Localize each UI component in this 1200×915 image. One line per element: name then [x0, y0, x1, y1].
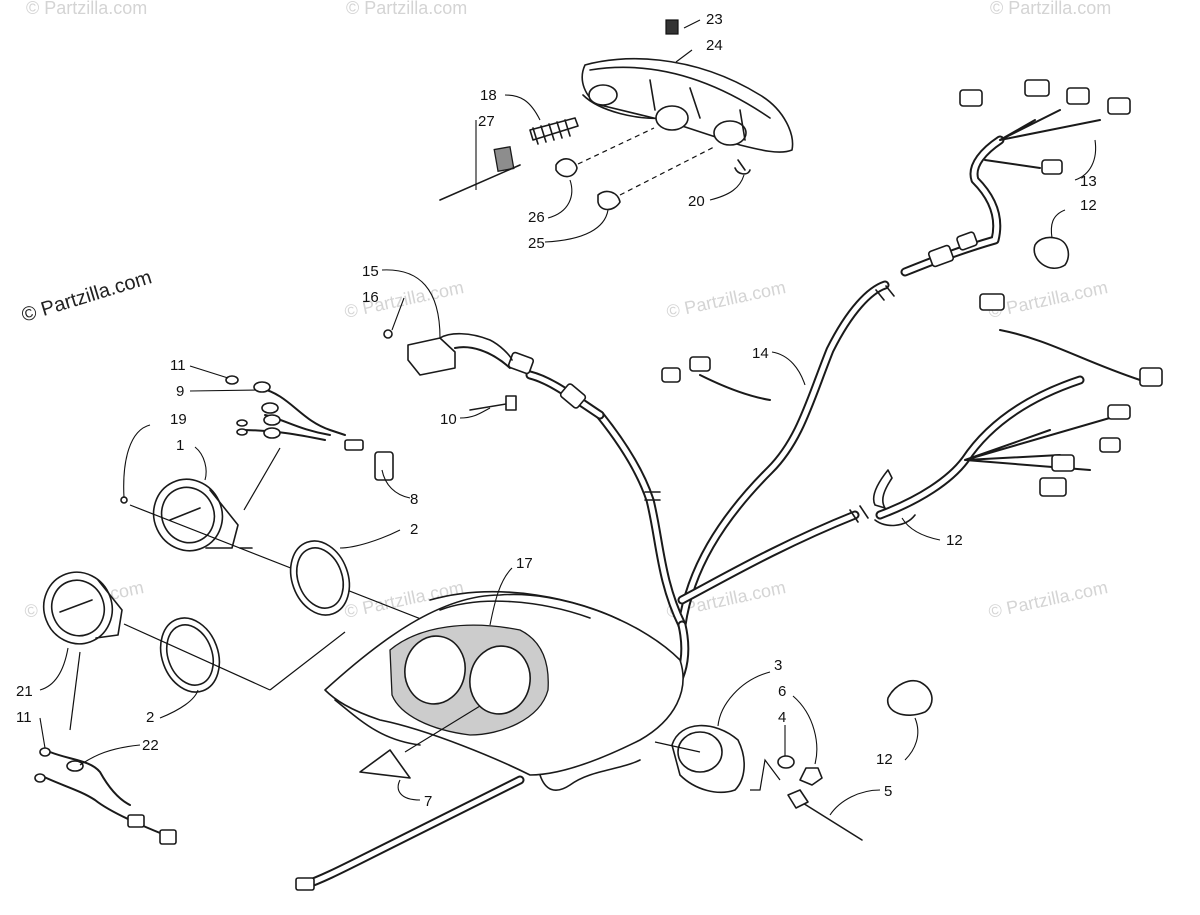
watermark: © Partzilla.com: [987, 577, 1110, 622]
headlight-assembly: [581, 19, 794, 153]
watermark: © Partzilla.com: [990, 0, 1111, 18]
wiring-harness: [454, 79, 1163, 705]
callout-8: 8: [410, 491, 418, 508]
callout-11: 11: [170, 357, 186, 374]
gauge-1: [120, 375, 501, 651]
socket-25: [597, 190, 621, 211]
nut-16: [383, 329, 393, 339]
socket-26: [555, 158, 578, 178]
callout-10: 10: [440, 411, 457, 428]
callout-12: 12: [1080, 197, 1097, 214]
callout-14: 14: [752, 345, 769, 362]
callout-13: 13: [1080, 173, 1097, 190]
dash-panel: [295, 590, 684, 891]
copyright-label: © Partzilla.com: [19, 266, 154, 326]
callout-24: 24: [706, 37, 723, 54]
callout-17: 17: [516, 555, 533, 572]
relay-bracket: [383, 329, 517, 411]
screw-27: [439, 164, 521, 201]
clamps: [872, 236, 1070, 716]
callout-5: 5: [884, 783, 892, 800]
callout-labels: 23 24 18 27 26 25 20 13 12 15 16 10 14 1…: [16, 11, 1097, 810]
callout-27: 27: [478, 113, 495, 130]
callout-2: 2: [410, 521, 418, 538]
headlight-hardware: [439, 117, 751, 211]
callout-12: 12: [946, 532, 963, 549]
callout-6: 6: [778, 683, 786, 700]
gauge-21: [34, 571, 346, 845]
bolt-10: [469, 402, 513, 411]
callout-2: 2: [146, 709, 154, 726]
callout-16: 16: [362, 289, 379, 306]
bezel-rings: [159, 540, 351, 693]
callout-22: 22: [142, 737, 159, 754]
callout-18: 18: [480, 87, 497, 104]
callout-20: 20: [688, 193, 705, 210]
watermark: © Partzilla.com: [665, 277, 788, 322]
watermark: © Partzilla.com: [346, 0, 467, 18]
callout-1: 1: [176, 437, 184, 454]
watermark: © Partzilla.com: [987, 277, 1110, 322]
spring-18: [529, 117, 579, 141]
watermark: © Partzilla.com: [26, 0, 147, 18]
callout-21: 21: [16, 683, 33, 700]
leader-lines: [39, 49, 1097, 816]
callout-15: 15: [362, 263, 379, 280]
decal-7: [359, 749, 411, 779]
callout-25: 25: [528, 235, 545, 252]
callout-7: 7: [424, 793, 432, 810]
callout-19: 19: [170, 411, 187, 428]
clip-23: [665, 19, 679, 35]
clip-20: [734, 159, 751, 175]
callout-9: 9: [176, 383, 184, 400]
callout-3: 3: [774, 657, 782, 674]
gauge-3: [654, 724, 863, 841]
callout-12: 12: [876, 751, 893, 768]
callout-23: 23: [706, 11, 723, 28]
callout-4: 4: [778, 709, 786, 726]
callout-11: 11: [16, 709, 32, 726]
callout-26: 26: [528, 209, 545, 226]
